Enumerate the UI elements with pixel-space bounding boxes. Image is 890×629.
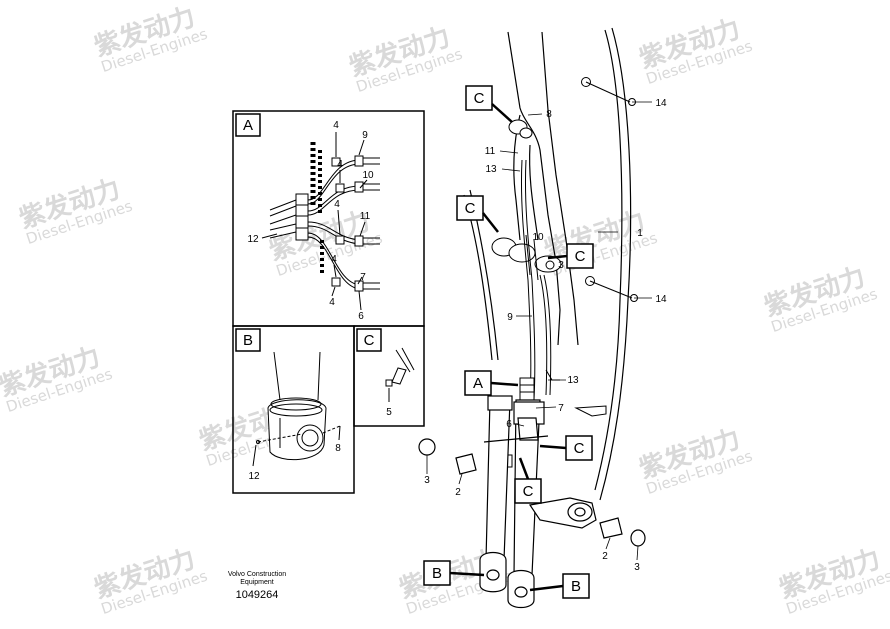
part-number-label: 3 [558,260,564,271]
svg-text:C: C [465,200,476,217]
company-caption: Volvo Construction Equipment [227,571,287,586]
callout-c-top: C [465,85,513,123]
main-leaders [426,101,652,561]
part-number-label: 4 [333,120,339,131]
part-number-label: 6 [358,311,364,322]
part-number-label: 6 [506,419,512,430]
detail-b-cylinder-eye [252,351,341,467]
detail-a-label: A [243,117,253,134]
svg-text:C: C [575,248,586,265]
detail-a-hose-assembly [261,132,380,311]
part-number-label: 10 [362,170,374,181]
detail-c-box: C [353,325,425,427]
part-number-label: 4 [334,199,340,210]
detail-c-clamp [385,347,415,402]
part-number-label: 4 [331,254,337,265]
part-number-label: 11 [485,146,496,157]
part-number-label: 3 [634,562,640,573]
main-hose-run [520,159,560,401]
svg-text:C: C [474,90,485,107]
part-number-label: 7 [558,403,564,414]
boom-pivot-fittings [491,77,638,302]
detail-b-numbers: 8 12 [248,443,341,482]
callout-c-upper-right: C [547,243,594,269]
part-number-label: 5 [386,407,392,418]
svg-text:C: C [574,440,585,457]
detail-b-label: B [243,332,253,349]
drawing-number: 1049264 [235,589,279,601]
main-part-numbers: 14 8 11 13 1 10 3 14 9 13 7 6 3 2 2 3 [424,98,667,573]
callout-c-lower-right: C [539,435,593,461]
part-number-label: 2 [602,551,608,562]
lower-pivot-assembly [418,438,646,547]
part-number-label: 9 [362,130,368,141]
svg-text:B: B [432,565,442,582]
part-number-label: 2 [455,487,461,498]
part-number-label: 8 [546,109,552,120]
part-number-label: 8 [335,443,341,454]
callout-b-right: B [529,573,590,599]
part-number-label: 12 [247,234,259,245]
part-number-label: 12 [248,471,260,482]
part-number-label: 4 [337,159,343,170]
part-number-label: 9 [507,312,513,323]
part-number-label: 10 [532,232,544,243]
detail-c-label: C [364,332,375,349]
boom-arm-outline [463,27,632,501]
part-number-label: 4 [329,297,335,308]
part-number-label: 11 [360,211,371,222]
part-number-label: 13 [567,375,579,386]
callout-b-left: B [423,560,485,586]
svg-text:A: A [473,375,483,392]
part-number-label: 14 [655,294,667,305]
detail-a-numbers: 4 9 4 10 4 11 12 4 7 4 6 [247,120,374,322]
part-number-label: 7 [360,272,366,283]
svg-text:B: B [571,578,581,595]
callout-c-lower-left: C [514,457,542,504]
part-number-label: 13 [485,164,497,175]
part-number-label: 14 [655,98,667,109]
detail-a-box: A [232,110,425,327]
callout-a-main: A [464,370,519,396]
callout-c-upper-left: C [456,195,499,233]
part-number-label: 3 [424,475,430,486]
svg-text:C: C [523,483,534,500]
part-number-label: 1 [637,228,643,239]
